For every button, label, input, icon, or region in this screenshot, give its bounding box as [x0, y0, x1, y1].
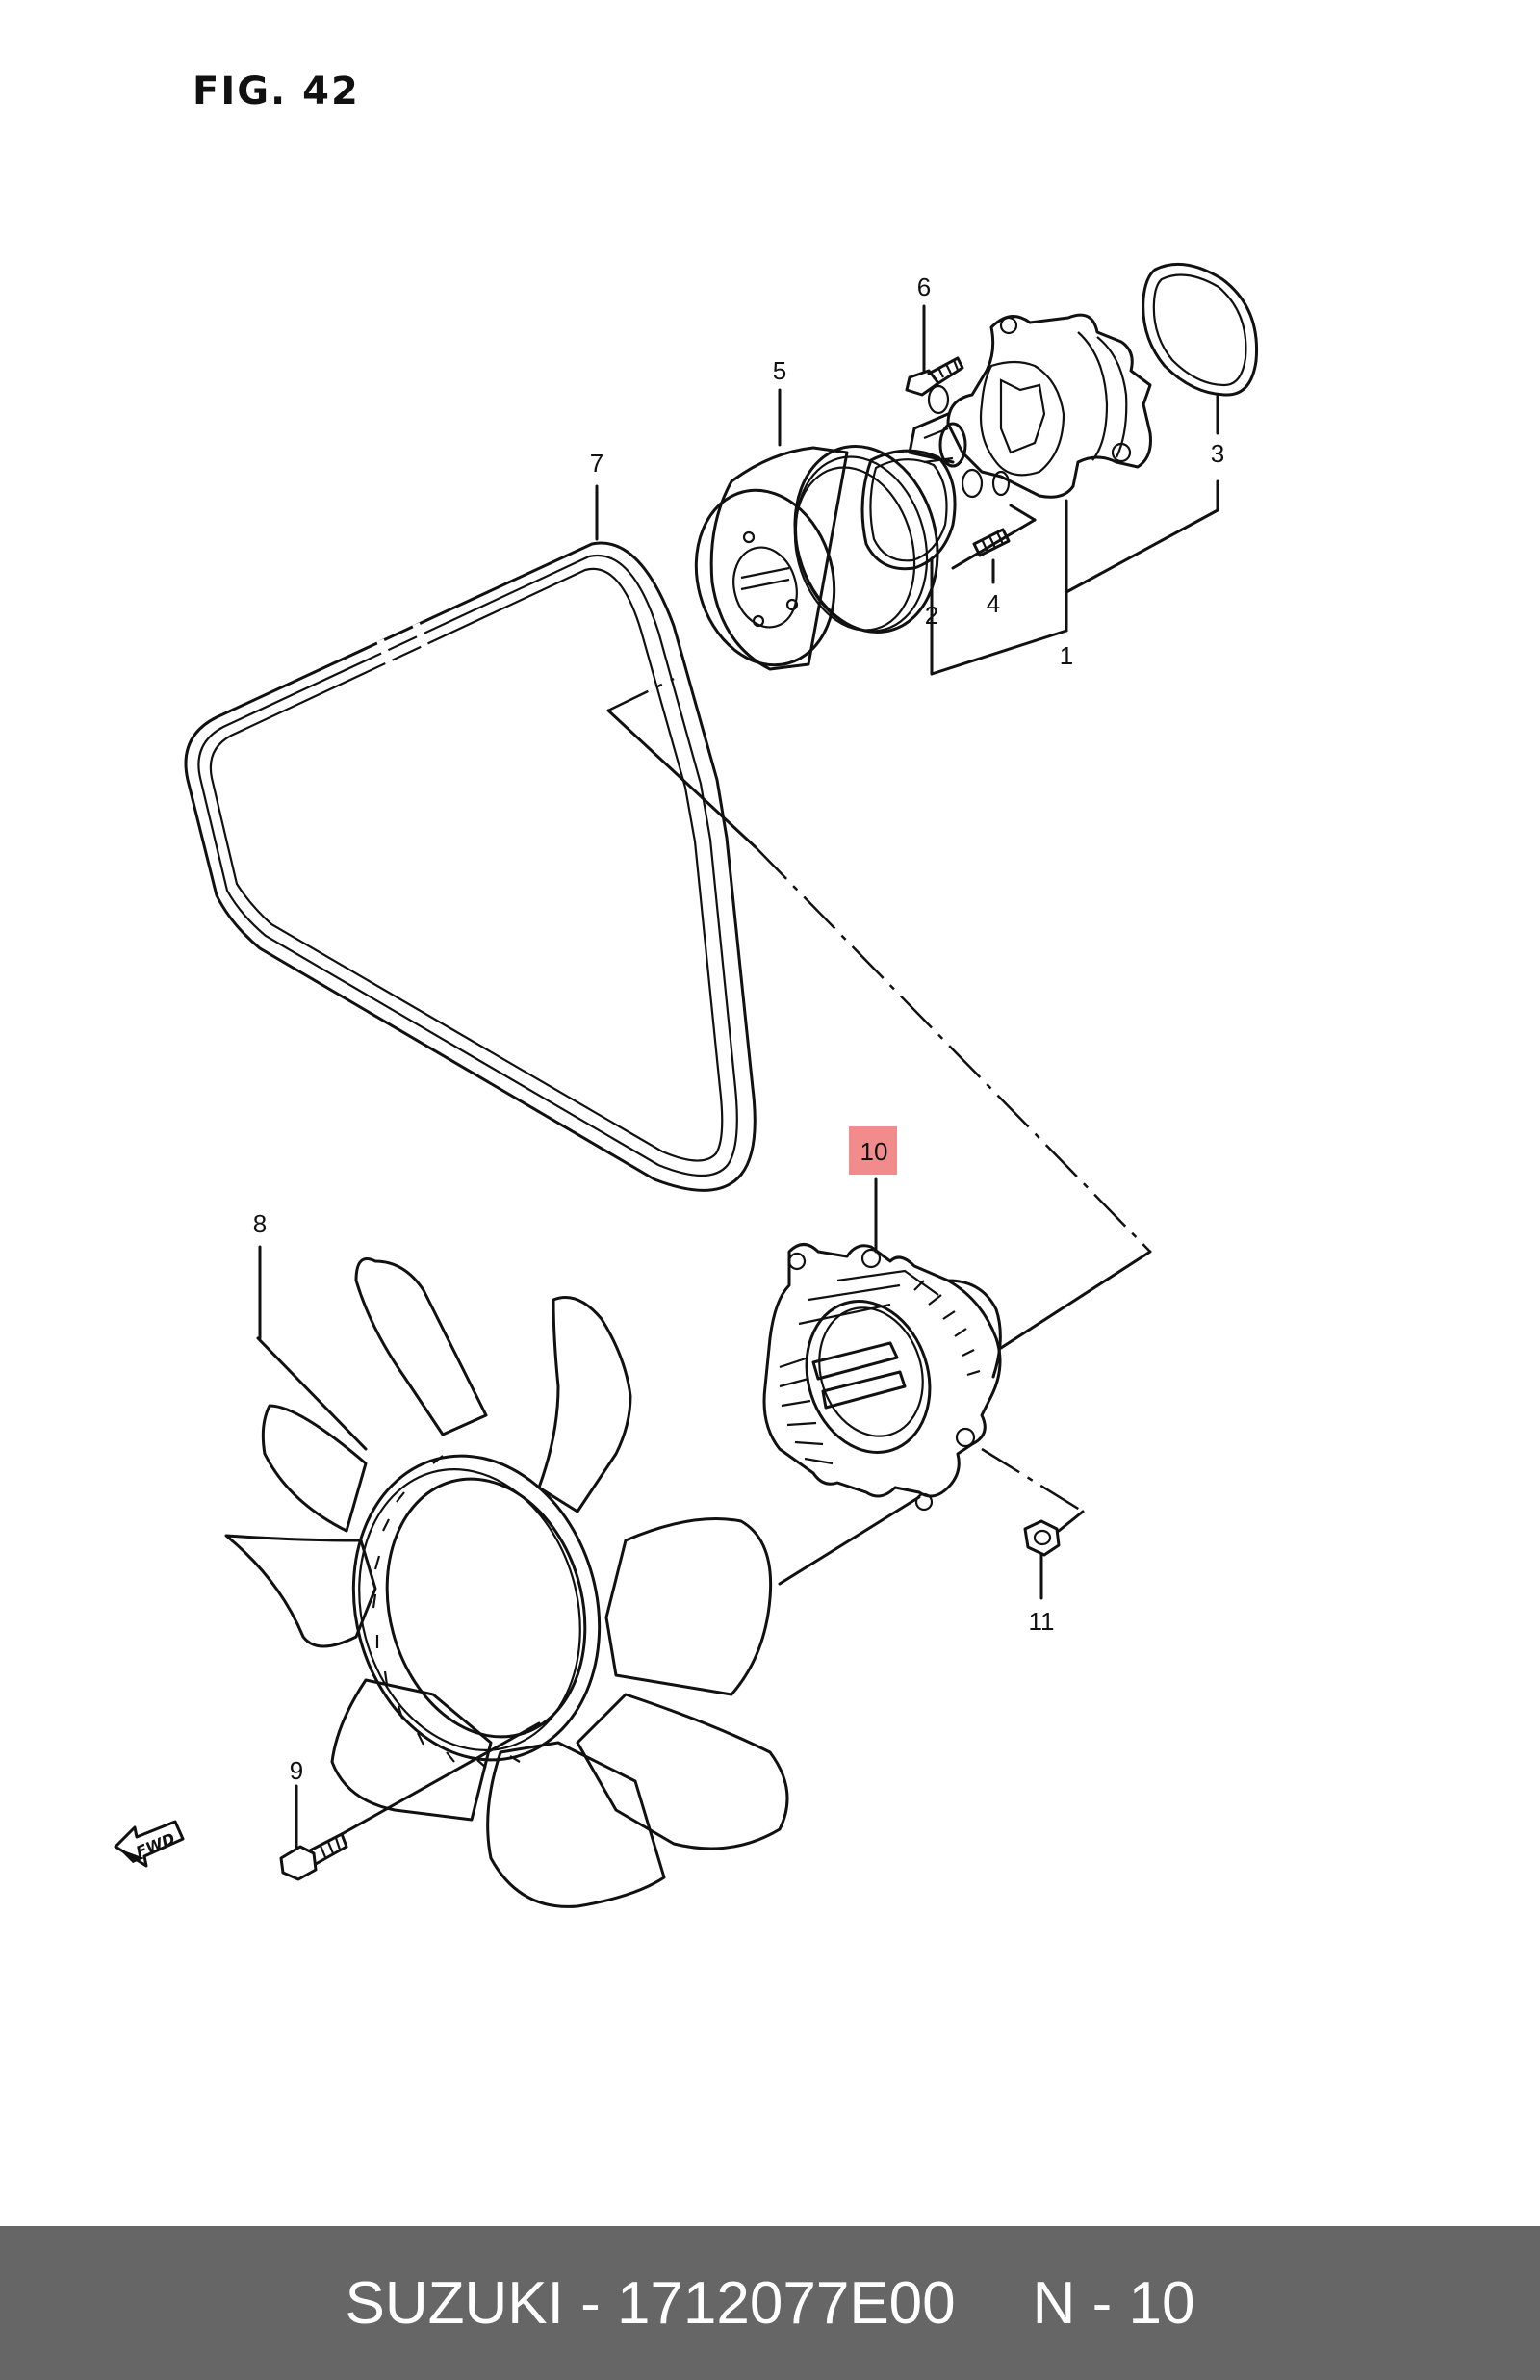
callout-6[interactable]: 6	[917, 272, 931, 301]
callout-11[interactable]: 11	[1029, 1607, 1055, 1636]
callout-7[interactable]: 7	[590, 449, 603, 478]
callout-2[interactable]: 2	[925, 601, 938, 630]
callout-9[interactable]: 9	[290, 1756, 303, 1785]
part-info-footer: SUZUKI - 1712077E00 N - 10	[0, 2226, 1540, 2380]
water-pump-pulley[interactable]	[678, 430, 958, 681]
fan-bolt[interactable]	[279, 1832, 348, 1881]
callout-4[interactable]: 4	[987, 589, 1000, 618]
o-ring[interactable]	[1142, 262, 1259, 397]
cooling-fan[interactable]	[224, 1257, 789, 1908]
callout-8[interactable]: 8	[253, 1209, 267, 1238]
leader-lines	[258, 304, 1219, 1849]
pump-bolt[interactable]	[905, 356, 964, 397]
exploded-parts-diagram: 1 2 3 4 5 6 7 8 9 10 11 FWD	[114, 262, 1259, 1908]
callout-labels: 1 2 3 4 5 6 7 8 9 10 11	[253, 272, 1224, 1785]
callout-10[interactable]: 10	[860, 1137, 888, 1166]
fan-clutch[interactable]	[762, 1243, 1002, 1512]
clutch-nut[interactable]	[1023, 1519, 1061, 1557]
figure-title: FIG. 42	[192, 69, 360, 114]
callout-3[interactable]: 3	[1211, 439, 1224, 468]
position-text: N - 10	[1032, 2269, 1195, 2337]
fwd-label: FWD	[133, 1829, 177, 1861]
drive-belt[interactable]	[184, 541, 757, 1192]
callout-5[interactable]: 5	[773, 356, 786, 385]
water-pump[interactable]	[908, 313, 1152, 499]
fwd-arrow-marker: FWD	[114, 1820, 185, 1868]
callout-1[interactable]: 1	[1060, 641, 1073, 670]
pump-gasket[interactable]	[860, 449, 957, 571]
part-number-text: SUZUKI - 1712077E00	[345, 2269, 956, 2337]
callout-10-highlight	[849, 1126, 897, 1175]
